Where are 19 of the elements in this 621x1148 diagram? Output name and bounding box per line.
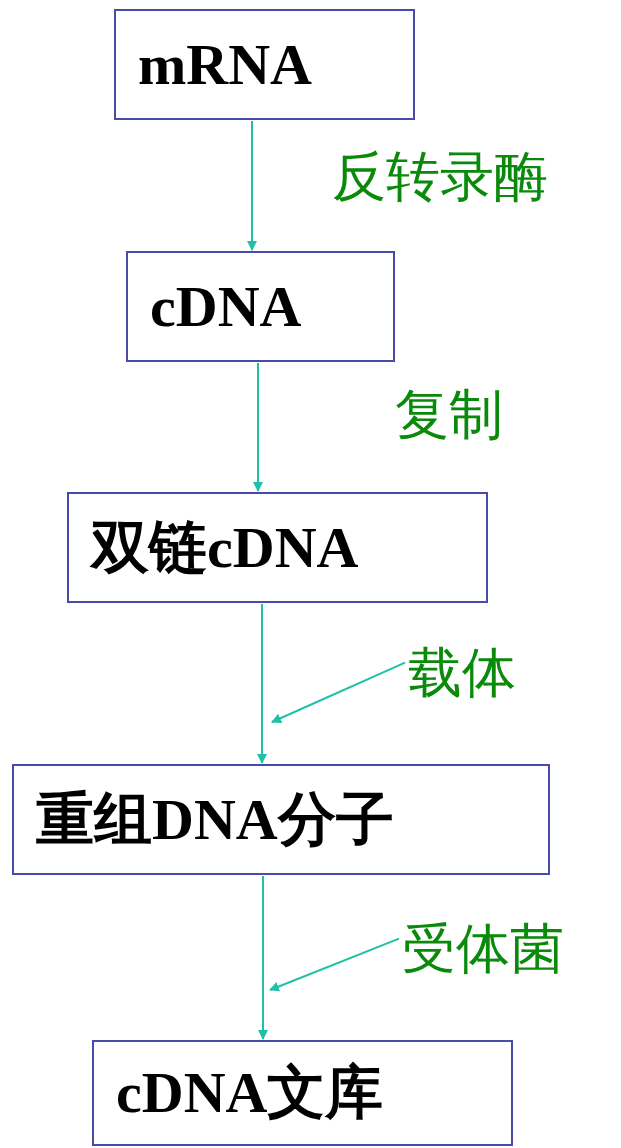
annotation-text: 受体菌	[402, 922, 564, 976]
edge-label: 复制	[395, 388, 503, 442]
arrow	[258, 875, 268, 1040]
edge-label: 反转录酶	[332, 150, 548, 204]
arrow	[271, 661, 406, 723]
arrow	[247, 120, 257, 251]
process-box	[92, 1040, 513, 1146]
annotation-text: 载体	[408, 646, 516, 700]
box-label: 重组DNA分子	[35, 790, 394, 849]
arrow	[257, 603, 267, 764]
arrow	[269, 937, 400, 992]
process-box	[126, 251, 395, 362]
process-box	[67, 492, 488, 603]
arrow	[253, 362, 263, 492]
box-label: cDNA	[149, 277, 302, 336]
box-label: 双链cDNA	[88, 518, 359, 577]
process-box	[12, 764, 550, 875]
box-label: mRNA	[137, 35, 312, 94]
process-box	[114, 9, 415, 120]
